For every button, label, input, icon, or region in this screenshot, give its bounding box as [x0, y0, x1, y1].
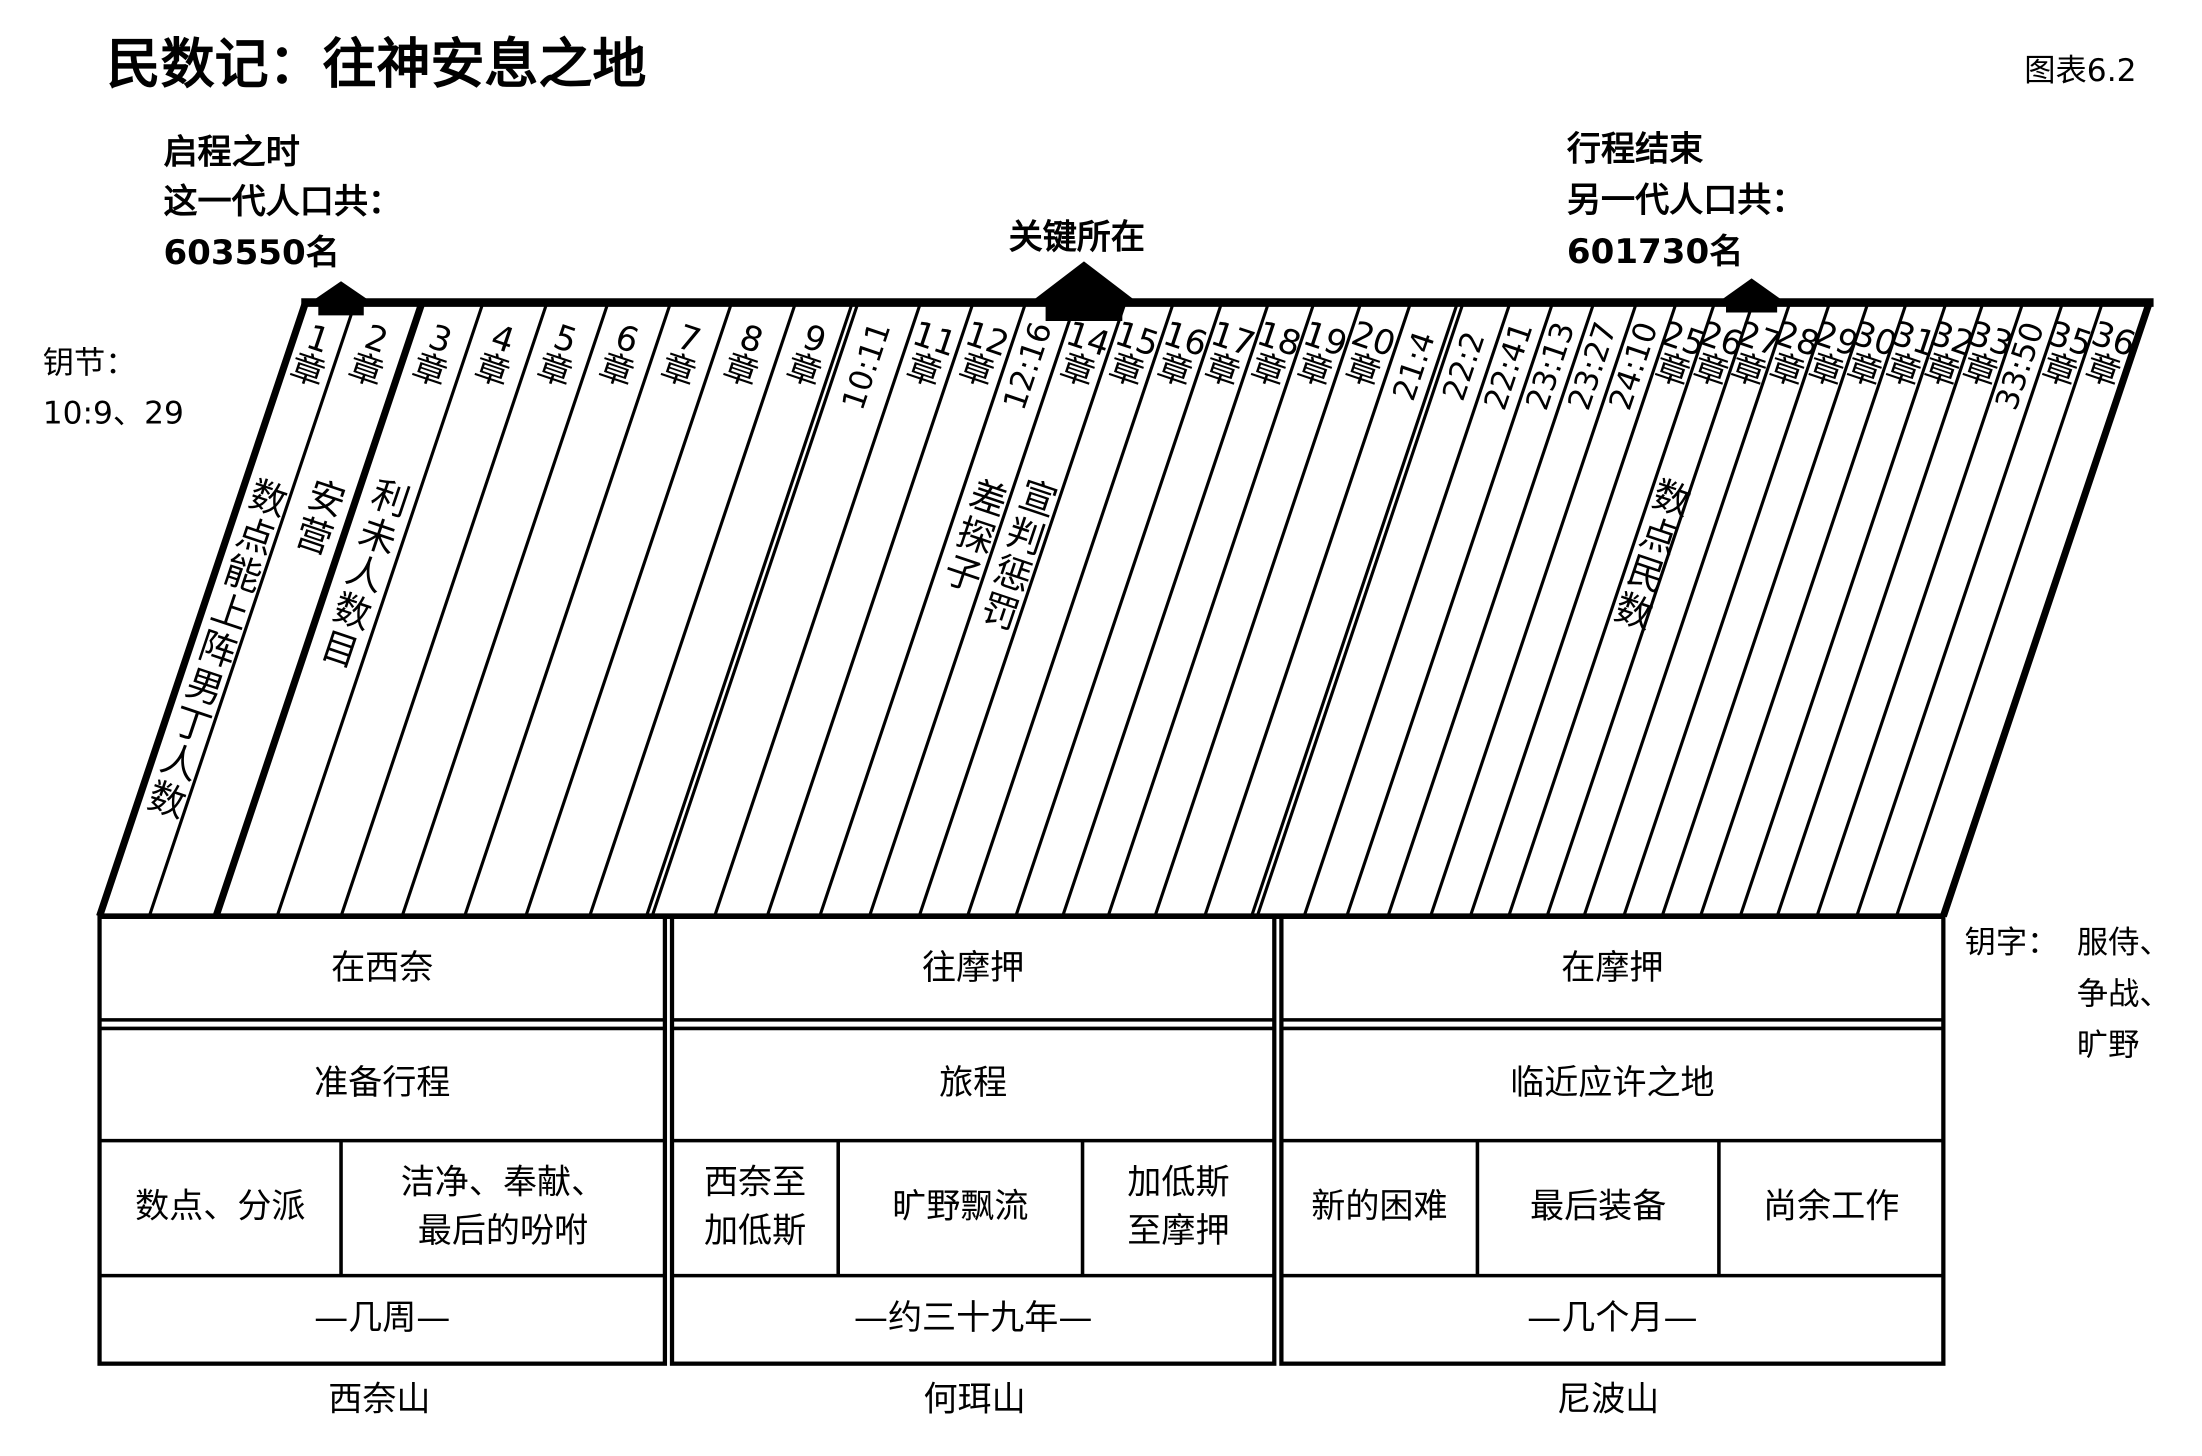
- column-divider: [1250, 302, 1460, 917]
- column-divider: [524, 302, 734, 917]
- key-words: 钥字： 服侍、 争战、 旷野: [1965, 925, 2171, 1063]
- start-marker-icon: [309, 281, 373, 316]
- mountain-label: 尼波山: [1557, 1380, 1659, 1420]
- column-divider: [1345, 302, 1555, 917]
- markers: [309, 261, 1786, 322]
- key-word: 争战、: [2077, 976, 2171, 1012]
- sub-section-label: 新的困难: [1311, 1187, 1447, 1227]
- start-line: 启程之时: [163, 132, 299, 172]
- section-duration: —几个月—: [1527, 1298, 1697, 1338]
- column-divider: [463, 302, 673, 917]
- column-divider: [1775, 302, 1985, 917]
- column-divider: [644, 302, 854, 917]
- sub-section-label: 加低斯: [1127, 1162, 1229, 1202]
- section-duration: —约三十九年—: [854, 1298, 1093, 1338]
- column-divider: [1660, 302, 1870, 917]
- start-line: 这一代人口共：: [163, 182, 402, 222]
- column-divider: [1153, 302, 1363, 917]
- section-location: 往摩押: [922, 948, 1024, 988]
- column-divider: [650, 302, 860, 917]
- key-verses: 钥节： 10:9、29: [43, 346, 184, 432]
- chart-title: 民数记：往神安息之地: [107, 32, 647, 95]
- start-population: 603550名: [163, 233, 339, 273]
- column-divider: [1468, 302, 1678, 917]
- column-divider: [1429, 302, 1639, 917]
- column-divider: [765, 302, 975, 917]
- section-location: 在西奈: [331, 948, 433, 988]
- column-divider: [212, 301, 426, 918]
- column-divider: [1939, 301, 2153, 918]
- column-divider: [1622, 302, 1832, 917]
- sub-section-label: 旷野飘流: [892, 1187, 1028, 1227]
- column-divider: [339, 302, 549, 917]
- sub-section-label: 尚余工作: [1763, 1187, 1899, 1227]
- sub-section-label: 洁净、奉献、: [401, 1162, 605, 1202]
- column-divider: [96, 301, 309, 918]
- column-divider: [1302, 302, 1512, 917]
- column-divider: [1255, 302, 1465, 917]
- key-words-label: 钥字：: [1965, 925, 2059, 961]
- column-divider: [917, 302, 1127, 917]
- end-line: 另一代人口共：: [1567, 181, 1806, 221]
- column-divider: [1507, 302, 1717, 917]
- key-point-marker-icon: [1029, 261, 1138, 322]
- section-theme: 旅程: [939, 1063, 1007, 1103]
- column-divider: [1014, 302, 1224, 917]
- section-theme: 准备行程: [314, 1063, 450, 1103]
- key-verses-value: 10:9、29: [43, 395, 184, 431]
- column-divider: [1738, 302, 1948, 917]
- column-divider: [965, 302, 1175, 917]
- column-divider: [588, 302, 798, 917]
- column-divider: [1894, 302, 2104, 917]
- start-annotation: 启程之时 这一代人口共： 603550名: [163, 132, 402, 273]
- column-divider: [1855, 302, 2065, 917]
- section-location: 在摩押: [1561, 948, 1663, 988]
- column-divider: [400, 302, 610, 917]
- column-divider: [1061, 302, 1271, 917]
- column-divider: [1203, 302, 1413, 917]
- section-theme: 临近应许之地: [1510, 1063, 1714, 1103]
- column-divider: [275, 302, 485, 917]
- sub-section-label: 最后的吩咐: [418, 1211, 588, 1251]
- column-divider: [818, 302, 1028, 917]
- sub-section-label: 最后装备: [1530, 1187, 1666, 1227]
- column-divider: [1582, 302, 1792, 917]
- section-table: 在西奈准备行程数点、分派洁净、奉献、最后的吩咐—几周—西奈山往摩押旅程西奈至加低…: [97, 913, 1946, 1420]
- key-verses-label: 钥节：: [43, 346, 137, 382]
- column-note: 数点民数: [1604, 472, 1695, 637]
- column-divider: [1698, 302, 1908, 917]
- sub-section-label: 至摩押: [1127, 1211, 1229, 1251]
- end-population: 601730名: [1567, 232, 1743, 272]
- key-point-label: 关键所在: [1009, 218, 1145, 258]
- column-divider: [713, 302, 923, 917]
- mountain-label: 何珥山: [923, 1380, 1025, 1420]
- column-divider: [147, 302, 357, 917]
- sub-section-label: 数点、分派: [135, 1187, 305, 1227]
- column-divider: [1815, 302, 2025, 917]
- sub-section-label: 西奈至: [704, 1162, 806, 1202]
- column-divider: [867, 302, 1077, 917]
- sub-section-label: 加低斯: [704, 1211, 806, 1251]
- mountain-label: 西奈山: [328, 1380, 430, 1420]
- figure-label: 图表6.2: [2024, 53, 2136, 89]
- key-word: 服侍、: [2077, 925, 2171, 961]
- column-divider: [1386, 302, 1596, 917]
- end-annotation: 行程结束 另一代人口共： 601730名: [1567, 130, 1806, 272]
- section-duration: —几周—: [314, 1298, 450, 1338]
- column-note: 数点能上阵男丁人数: [137, 472, 292, 825]
- end-line: 行程结束: [1567, 130, 1703, 170]
- key-word: 旷野: [2077, 1027, 2140, 1063]
- column-divider: [1106, 302, 1316, 917]
- column-divider: [1545, 302, 1755, 917]
- end-marker-icon: [1717, 278, 1786, 313]
